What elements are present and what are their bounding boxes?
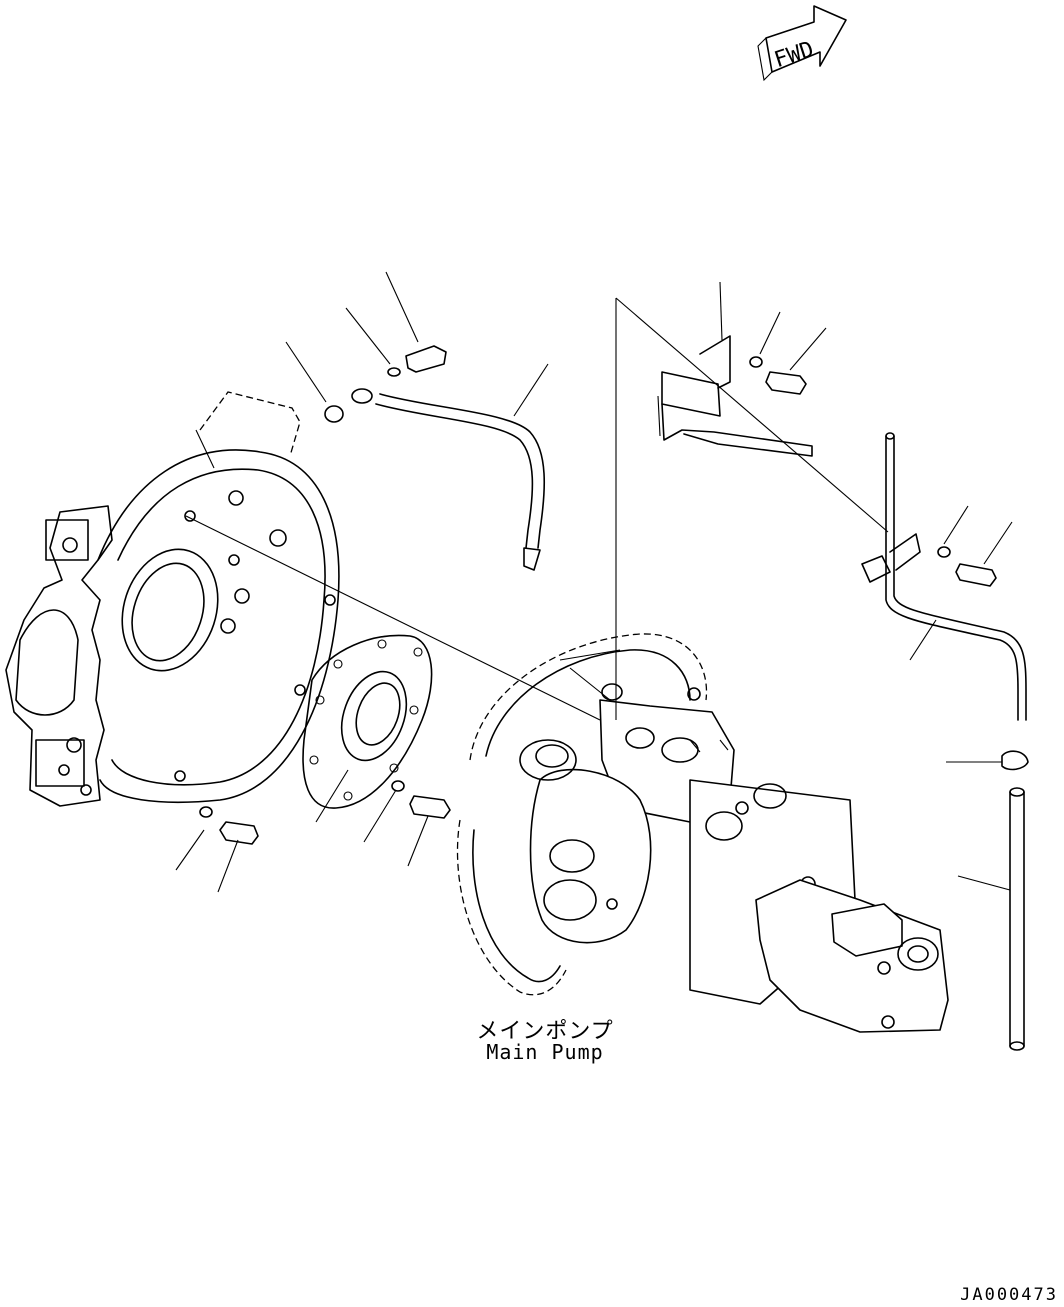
bolt-icon [199, 345, 997, 845]
main-pump-label-jp: メインポンプ [476, 1019, 614, 1044]
straight-pipe [1001, 750, 1029, 1051]
drain-pipe [861, 432, 1027, 721]
drawing-code: JA000473 [960, 1285, 1058, 1305]
main-pump [456, 633, 949, 1033]
main-pump-label-en: Main Pump [486, 1040, 604, 1064]
ground-cable [351, 388, 545, 571]
fwd-arrow-icon: FWD [757, 5, 847, 82]
pump-bracket [657, 335, 813, 457]
fwd-label: FWD [771, 37, 817, 73]
flywheel-housing [5, 391, 340, 807]
damper-plate [302, 634, 433, 809]
leader-lines [175, 271, 1013, 893]
